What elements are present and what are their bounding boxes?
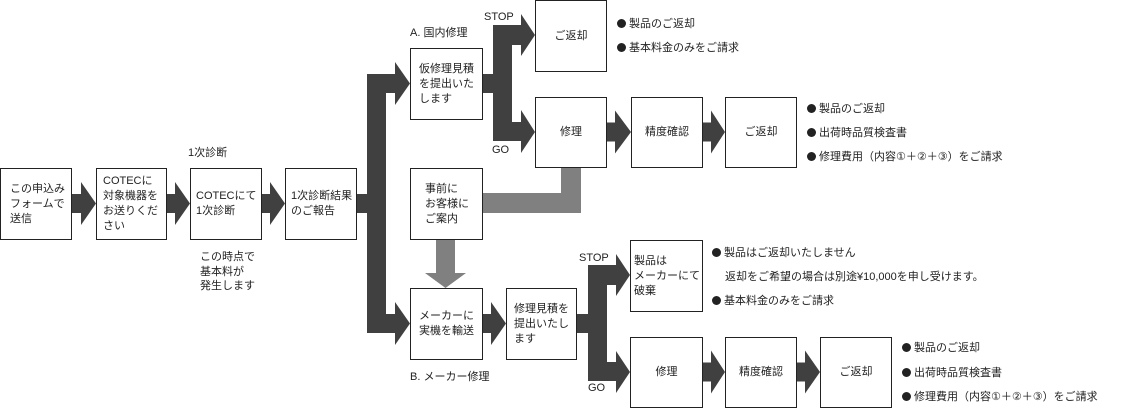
step-ship-to-cotec: COTECに 対象機器を お送りくだ さい (96, 168, 167, 240)
bullet-icon (712, 247, 721, 257)
arrow-maker-repair-to-inspection (702, 350, 725, 394)
arrow-maker-inspection-to-return (796, 350, 820, 394)
maker-go-label: GO (588, 382, 606, 394)
branch-arrow-domestic-stop-go (482, 14, 535, 153)
domestic-go-note: 製品のご返却 (807, 101, 885, 115)
domestic-stop-return-box: ご返却 (535, 0, 607, 72)
note-text: 修理費用（内容①＋②＋③）をご請求 (819, 151, 1003, 163)
arrow-ship-to-estimate (482, 302, 506, 345)
step-diagnosis-report: 1次診断結果 のご報告 (285, 168, 357, 240)
bullet-icon (902, 342, 911, 352)
bullet-icon (712, 295, 721, 305)
domestic-stop-note: 製品のご返却 (617, 16, 695, 30)
bullet-icon (617, 18, 626, 28)
branch-arrow-maker-stop-go (576, 254, 630, 393)
bullet-icon (807, 103, 816, 113)
connector-repair-to-notice (482, 167, 581, 213)
advance-notice-box: 事前に お客様に ご案内 (410, 168, 483, 240)
domestic-inspection-box: 精度確認 (631, 97, 703, 168)
arrow-domestic-repair-to-inspection (606, 110, 631, 154)
arrow-notice-to-maker (425, 239, 466, 288)
note-text: 修理費用（内容①＋②＋③）をご請求 (914, 391, 1098, 403)
bullet-icon (617, 42, 626, 52)
maker-go-note: 出荷時品質検査書 (902, 365, 1002, 379)
maker-stop-dispose-box: 製品は メーカーにて 破棄 (630, 240, 703, 312)
maker-repair-label: B. メーカー修理 (410, 371, 490, 383)
bullet-icon (902, 367, 911, 377)
maker-stop-label: STOP (579, 252, 609, 264)
note-text: 出荷時品質検査書 (819, 127, 907, 139)
domestic-go-note: 出荷時品質検査書 (807, 125, 907, 139)
note-text: 出荷時品質検査書 (914, 367, 1002, 379)
maker-repair-box: 修理 (630, 337, 703, 408)
arrow-send-to-ship (71, 182, 96, 225)
note-text: 返却をご希望の場合は別途¥10,000を申し受けます。 (725, 271, 984, 283)
maker-stop-note: 基本料金のみをご請求 (712, 293, 834, 307)
domestic-stop-note: 基本料金のみをご請求 (617, 40, 739, 54)
note-text: 製品のご返却 (914, 342, 980, 354)
basic-fee-note: この時点で 基本料が 発生します (200, 251, 255, 292)
domestic-stop-label: STOP (484, 11, 514, 23)
maker-stop-note: 返却をご希望の場合は別途¥10,000を申し受けます。 (725, 269, 984, 283)
first-diagnosis-label: 1次診断 (188, 147, 228, 159)
arrow-diagnosis-to-report (261, 182, 285, 225)
bullet-icon (807, 151, 816, 161)
bullet-icon (902, 391, 911, 401)
domestic-repair-label: A. 国内修理 (410, 27, 468, 39)
domestic-go-label: GO (492, 144, 510, 156)
step-first-diagnosis: COTECにて 1次診断 (190, 168, 262, 240)
note-text: 製品のご返却 (629, 18, 695, 30)
maker-estimate-box: 修理見積を 提出いたし ます (506, 288, 577, 360)
domestic-return-box: ご返却 (725, 97, 797, 168)
domestic-go-note: 修理費用（内容①＋②＋③）をご請求 (807, 149, 1003, 163)
arrow-ship-to-diagnosis (166, 182, 190, 225)
domestic-estimate-box: 仮修理見積 を提出いた します (410, 48, 483, 120)
maker-go-note: 修理費用（内容①＋②＋③）をご請求 (902, 389, 1098, 403)
step-send-form: この申込み フォームで 送信 (0, 168, 72, 240)
maker-ship-box: メーカーに 実機を輸送 (410, 288, 483, 360)
note-text: 製品はご返却いたしません (724, 247, 856, 259)
note-text: 製品のご返却 (819, 103, 885, 115)
domestic-repair-box: 修理 (535, 97, 607, 168)
bullet-icon (807, 127, 816, 137)
note-text: 基本料金のみをご請求 (724, 295, 834, 307)
maker-return-box: ご返却 (820, 337, 892, 408)
maker-stop-note: 製品はご返却いたしません (712, 245, 856, 259)
arrow-domestic-inspection-to-return (702, 110, 725, 154)
note-text: 基本料金のみをご請求 (629, 42, 739, 54)
maker-go-note: 製品のご返却 (902, 340, 980, 354)
branch-arrow-domestic-maker (356, 62, 410, 345)
maker-inspection-box: 精度確認 (725, 337, 797, 408)
